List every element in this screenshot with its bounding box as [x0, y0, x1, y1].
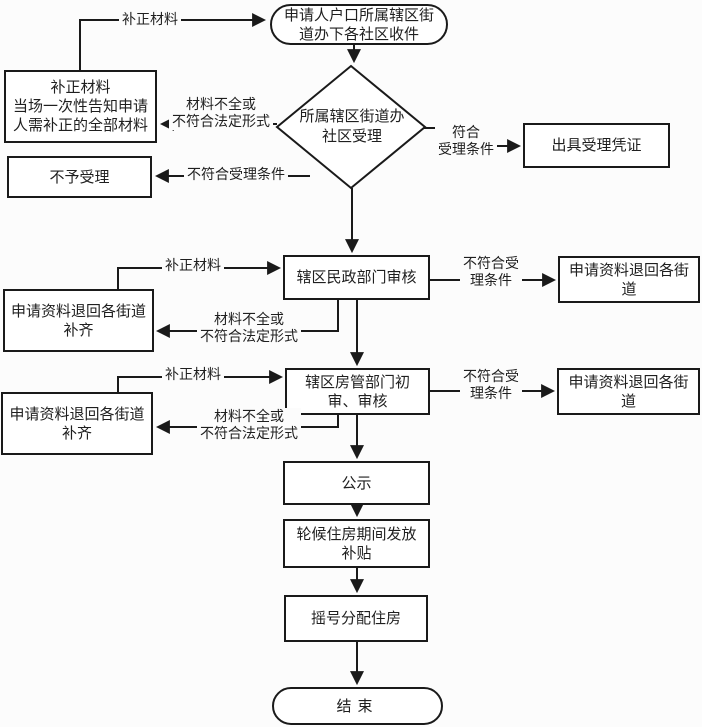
node-end: 结束 [272, 687, 443, 725]
node-community-accept-label: 所属辖区街道办 社区受理 [299, 108, 405, 145]
node-return-streets-1: 申请资料退回各街 道 [558, 256, 700, 303]
node-return-fill-1: 申请资料退回各街道 补齐 [3, 289, 154, 352]
node-lottery-allocation: 摇号分配住房 [284, 595, 428, 642]
node-civil-affairs-review-label: 辖区民政部门审核 [296, 269, 417, 286]
edge-label-not-meet-2: 不符合受 理条件 [460, 255, 522, 289]
node-waiting-subsidy: 轮候住房期间发放 补贴 [283, 519, 430, 568]
node-supplement-notice: 补正材料 当场一次性告知申请 人需补正的全部材料 [4, 70, 157, 143]
edge-label-not-meet-3: 不符合受 理条件 [460, 368, 522, 402]
node-housing-review: 辖区房管部门初 审、审核 [285, 368, 430, 415]
node-not-accepted-label: 不予受理 [49, 168, 110, 186]
node-housing-review-label: 辖区房管部门初 审、审核 [304, 373, 410, 410]
edge-label-incomplete-3: 材料不全或 不符合法定形式 [197, 408, 301, 442]
edge-label-incomplete-2: 材料不全或 不符合法定形式 [197, 311, 301, 345]
node-civil-affairs-review: 辖区民政部门审核 [283, 255, 430, 300]
node-return-fill-2-label: 申请资料退回各街道 补齐 [9, 405, 145, 442]
node-issue-receipt-label: 出具受理凭证 [551, 137, 642, 154]
node-return-streets-2-label: 申请资料退回各街 道 [568, 373, 689, 410]
node-community-accept: 所属辖区街道办 社区受理 [283, 106, 421, 148]
node-issue-receipt: 出具受理凭证 [523, 123, 670, 168]
node-waiting-subsidy-label: 轮候住房期间发放 补贴 [296, 525, 417, 562]
node-start-label: 申请人户口所属辖区街 道办下各社区收件 [283, 6, 434, 43]
node-return-streets-2: 申请资料退回各街 道 [557, 368, 700, 415]
node-publicity: 公示 [283, 461, 430, 505]
edge-label-supplement-3: 补正材料 [162, 366, 224, 383]
edge-label-supplement-top: 补正材料 [119, 11, 181, 28]
node-return-fill-1-label: 申请资料退回各街道 补齐 [10, 302, 146, 339]
edge-label-incomplete-1: 材料不全或 不符合法定形式 [169, 96, 273, 130]
node-supplement-notice-label: 补正材料 当场一次性告知申请 人需补正的全部材料 [12, 79, 148, 134]
node-return-streets-1-label: 申请资料退回各街 道 [568, 261, 689, 298]
node-return-fill-2: 申请资料退回各街道 补齐 [1, 392, 153, 455]
edge-label-supplement-2: 补正材料 [162, 257, 224, 274]
node-lottery-allocation-label: 摇号分配住房 [310, 610, 401, 627]
edge-label-not-meet-1: 不符合受理条件 [184, 166, 288, 183]
node-publicity-label: 公示 [341, 474, 372, 492]
node-end-label: 结束 [336, 697, 379, 715]
edge-label-meet-conditions: 符合 受理条件 [435, 124, 497, 158]
node-not-accepted: 不予受理 [7, 156, 152, 198]
node-start: 申请人户口所属辖区街 道办下各社区收件 [270, 4, 448, 45]
